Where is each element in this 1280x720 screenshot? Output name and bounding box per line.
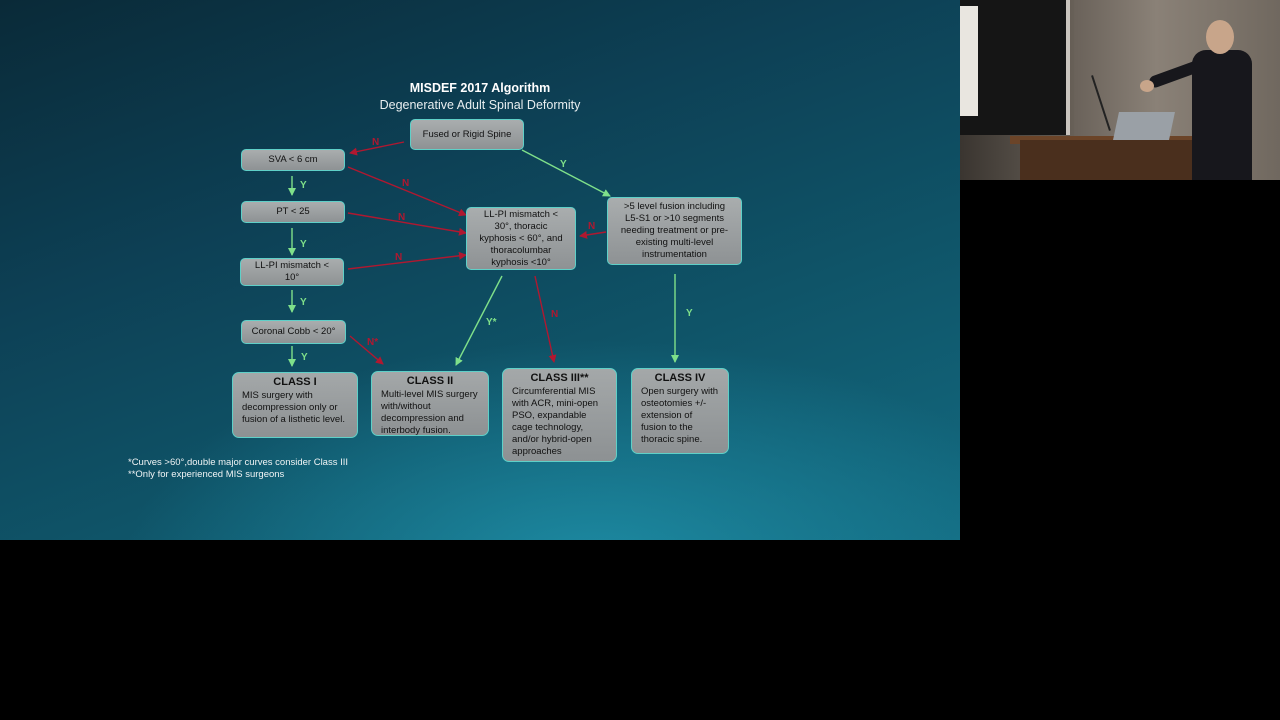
class-ii-box: CLASS II Multi-level MIS surgery with/wi…	[371, 371, 489, 436]
class-iii-box: CLASS III** Circumferential MIS with ACR…	[502, 368, 617, 462]
edge-label-sva-center: N	[402, 178, 409, 189]
edge-label-cobb-class2: N*	[367, 337, 378, 348]
edge-label-pt-llpi: Y	[300, 239, 307, 250]
class-title: CLASS III**	[530, 372, 589, 384]
node-pt: PT < 25	[241, 201, 345, 223]
edge-label-fused-right: Y	[560, 159, 567, 170]
edge-label-center-class2: Y*	[486, 317, 497, 328]
edge-label-right-center: N	[588, 221, 595, 232]
flowchart-arrows: N Y Y N Y N Y N Y N* Y* N	[288, 137, 693, 367]
edge-label-cobb-class1: Y	[301, 352, 308, 363]
edge-label-pt-center: N	[398, 212, 405, 223]
edge-label-llpi-cobb: Y	[300, 297, 307, 308]
class-description: Multi-level MIS surgery with/without dec…	[381, 389, 478, 436]
node-fused-or-rigid-spine: Fused or Rigid Spine	[410, 119, 524, 150]
camera-projection-screen	[960, 0, 1070, 135]
arrow-cobb-to-class2	[349, 335, 384, 365]
arrow-llpi-to-center	[347, 251, 467, 270]
class-description: MIS surgery with decompression only or f…	[242, 390, 345, 425]
laptop-icon	[1113, 112, 1175, 140]
class-title: CLASS I	[273, 376, 317, 388]
class-title: CLASS II	[406, 375, 454, 387]
edge-label-center-class3: N	[551, 309, 558, 320]
class-title: CLASS IV	[654, 372, 706, 384]
arrow-sva-to-center	[347, 166, 467, 217]
speaker-figure	[1140, 20, 1252, 180]
node-center-criteria: LL-PI mismatch < 30°, thoracic kyphosis …	[466, 207, 576, 270]
footnote-experienced: **Only for experienced MIS surgeons	[128, 469, 285, 480]
arrow-center-to-class2	[455, 275, 503, 366]
edge-label-sva-pt: Y	[300, 180, 307, 191]
edge-label-llpi-center: N	[395, 252, 402, 263]
class-iv-box: CLASS IV Open surgery with osteotomies +…	[631, 368, 729, 454]
speaker-video-feed	[960, 0, 1280, 180]
node-right-criteria: >5 level fusion including L5-S1 or >10 s…	[607, 197, 742, 265]
edge-label-fused-sva: N	[372, 137, 379, 148]
arrow-pt-to-center	[347, 212, 467, 236]
slide-subtitle: Degenerative Adult Spinal Deformity	[379, 98, 581, 112]
node-coronal-cobb: Coronal Cobb < 20°	[241, 320, 346, 344]
slide-title: MISDEF 2017 Algorithm	[409, 81, 551, 95]
arrow-fused-to-right	[521, 149, 611, 197]
presentation-slide: MISDEF 2017 Algorithm Degenerative Adult…	[0, 0, 960, 540]
node-llpi-mismatch: LL-PI mismatch < 10°	[240, 258, 344, 286]
arrow-fused-to-sva	[349, 141, 405, 156]
footnote-curves: *Curves >60°,double major curves conside…	[128, 457, 349, 468]
class-description: Circumferential MIS with ACR, mini-open …	[512, 386, 599, 457]
class-description: Open surgery with osteotomies +/- extens…	[641, 386, 719, 445]
arrow-right-to-center	[579, 230, 607, 239]
edge-label-right-class4: Y	[686, 308, 693, 319]
arrow-center-to-class3	[534, 275, 557, 363]
node-sva: SVA < 6 cm	[241, 149, 345, 171]
class-i-box: CLASS I MIS surgery with decompression o…	[232, 372, 358, 438]
